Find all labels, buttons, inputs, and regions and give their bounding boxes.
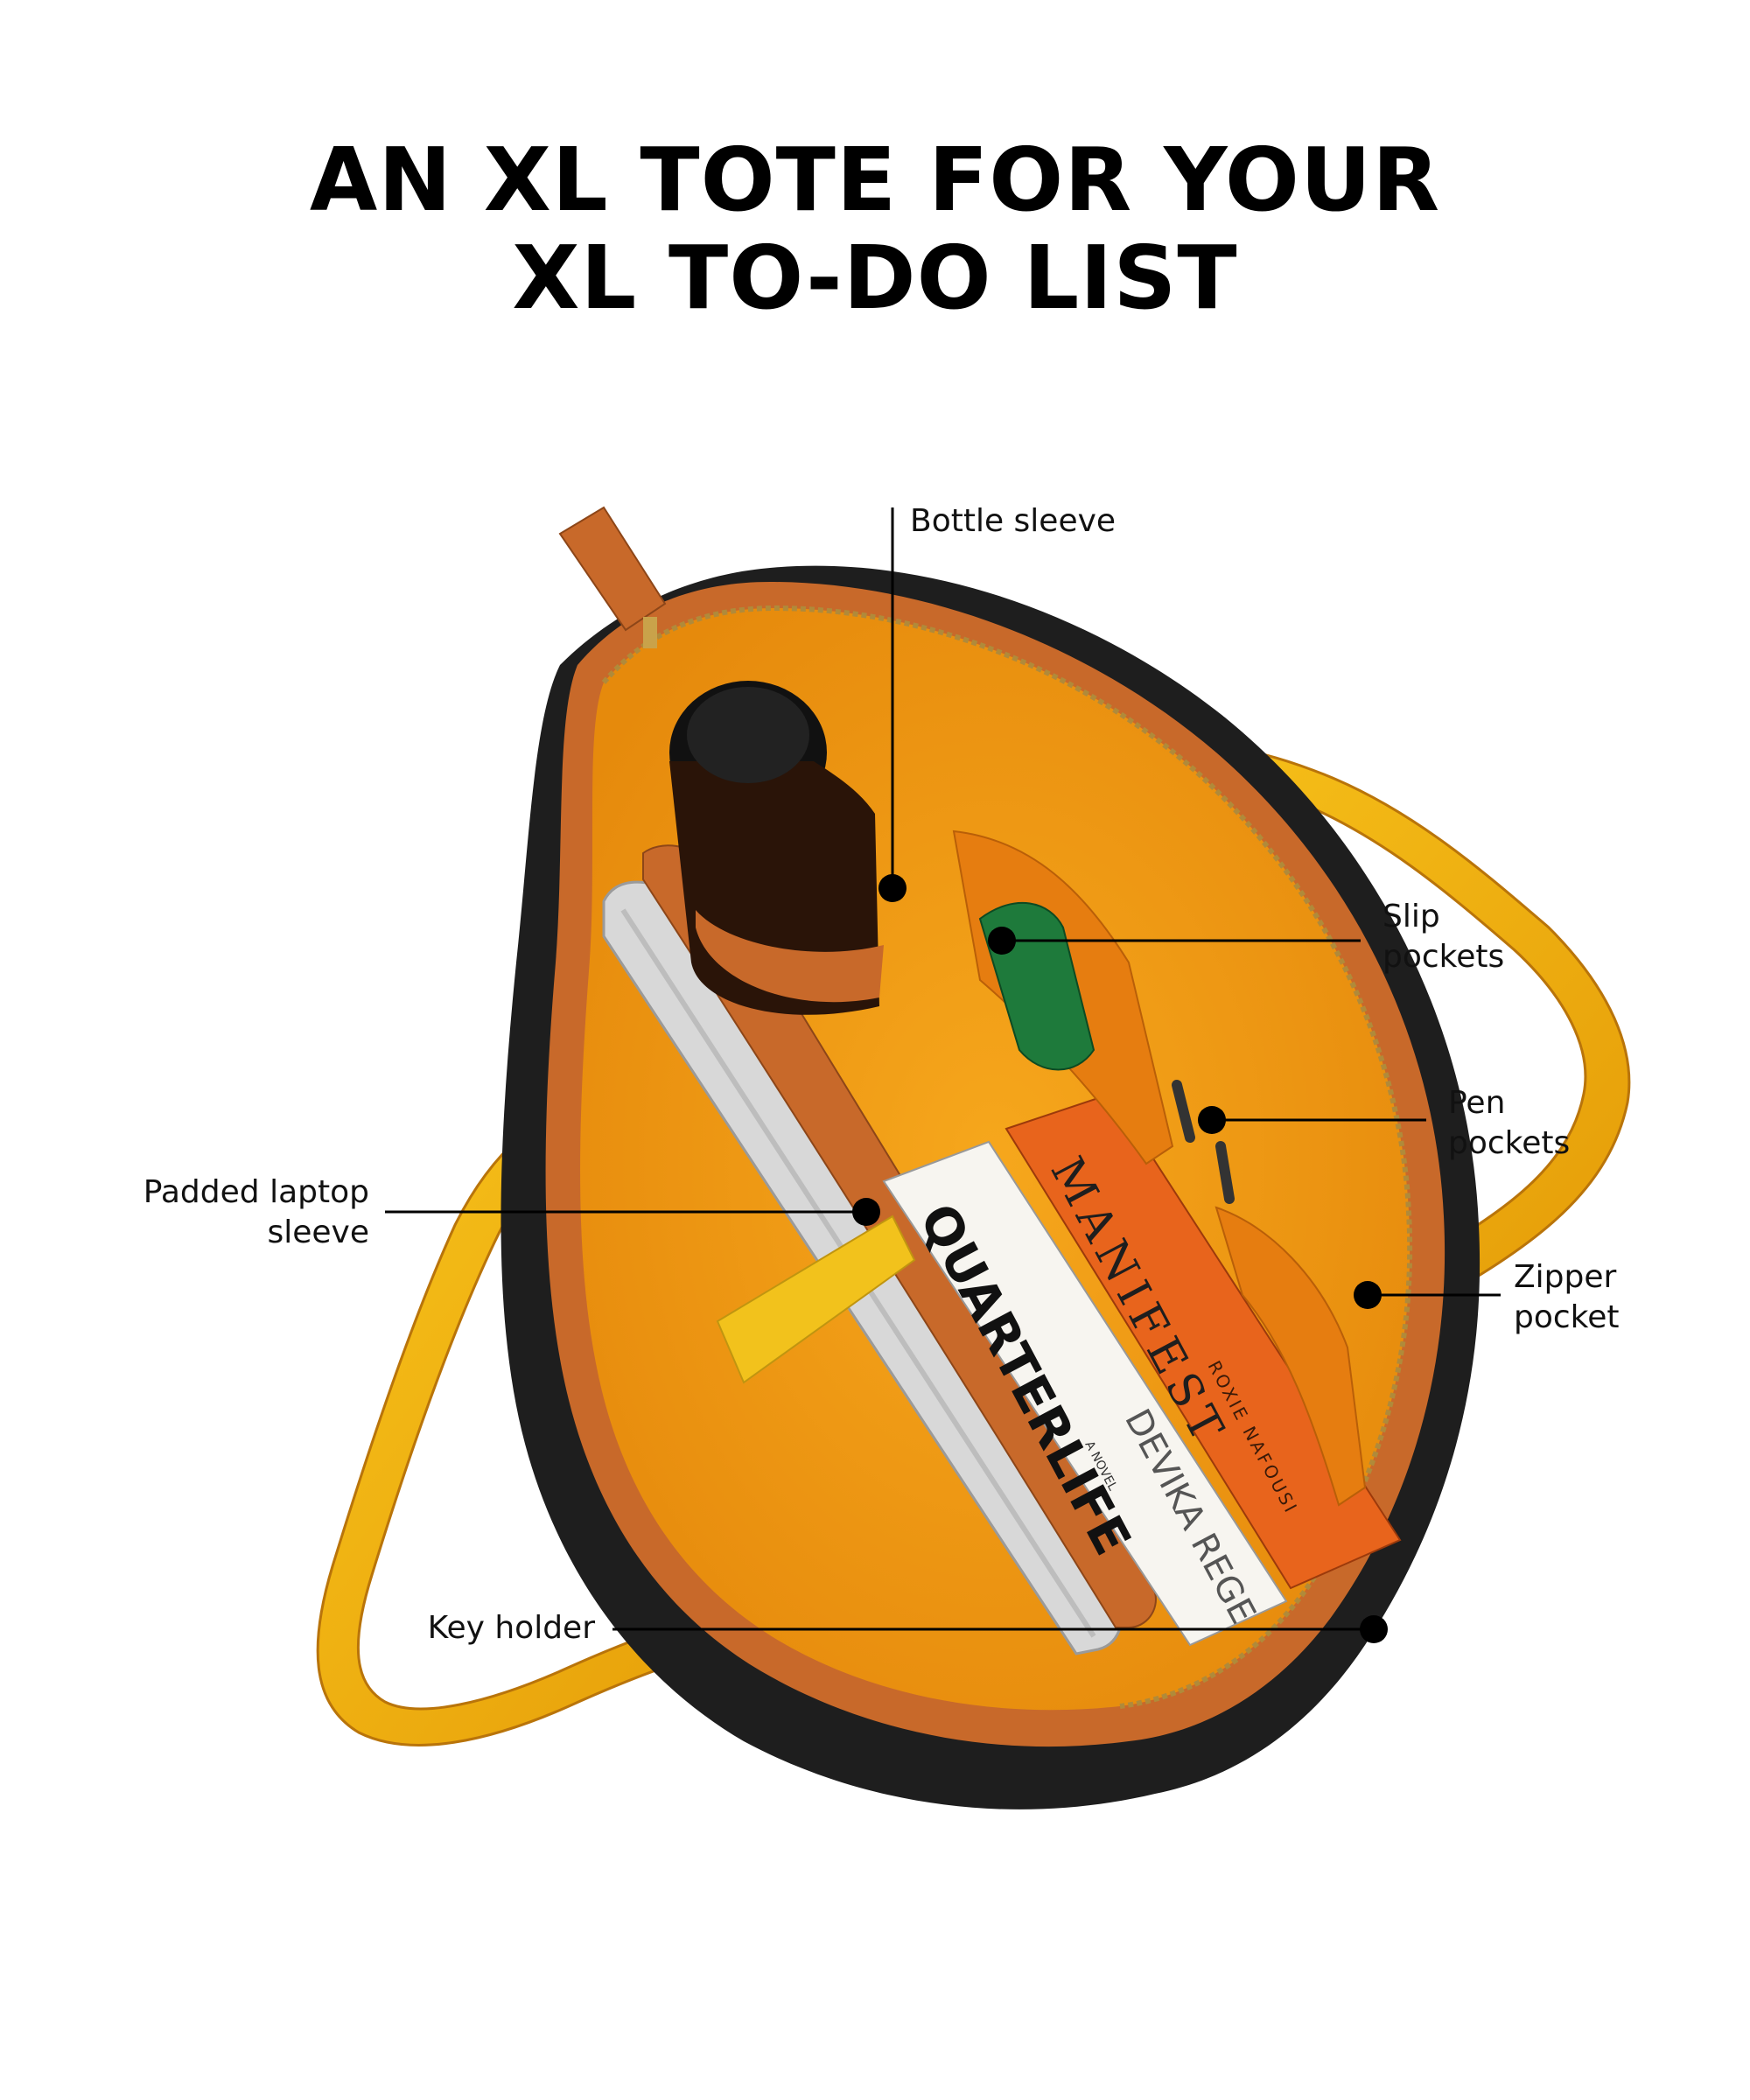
key-holder-dot — [1360, 1615, 1388, 1643]
elastic-strap — [716, 1214, 916, 1384]
pen-2 — [1215, 1141, 1235, 1204]
zipper-pocket-dot — [1354, 1281, 1382, 1309]
headline-line-2: XL TO-DO LIST — [512, 227, 1238, 329]
callout-pen-pockets: Pen pockets — [1448, 1085, 1571, 1161]
pen-1 — [1172, 1080, 1195, 1143]
zipper-pocket-panel — [1214, 1206, 1367, 1507]
headline-line-1: AN XL TOTE FOR YOUR — [309, 129, 1441, 231]
page-headline: AN XL TOTE FOR YOUR XL TO-DO LIST — [0, 131, 1750, 327]
slip-pockets-dot — [988, 927, 1016, 955]
zipper-track — [601, 605, 1413, 1709]
water-bottle — [669, 681, 884, 1015]
callout-zipper-pocket: Zipper pocket — [1514, 1259, 1620, 1335]
callout-dots — [852, 874, 1388, 1643]
pen-pockets-dot — [1198, 1106, 1226, 1134]
callout-lines — [385, 508, 1501, 1631]
callout-key-holder: Key holder — [427, 1610, 595, 1646]
bottle-sleeve-dot — [878, 874, 906, 902]
callout-padded-laptop-sleeve: Padded laptop sleeve — [143, 1174, 369, 1250]
zipper-pull — [558, 506, 667, 648]
callout-slip-pockets: Slip pockets — [1382, 899, 1505, 975]
callout-bottle-sleeve: Bottle sleeve — [910, 503, 1116, 539]
laptop-sleeve-dot — [852, 1198, 880, 1226]
